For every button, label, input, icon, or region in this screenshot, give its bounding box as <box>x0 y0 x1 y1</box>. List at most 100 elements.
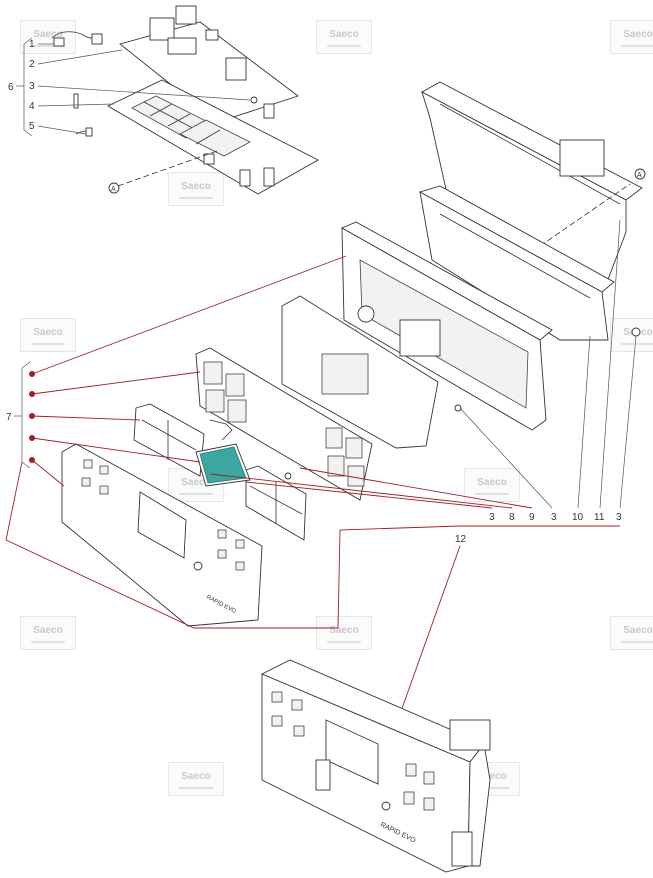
main-frame-pocket <box>399 319 441 357</box>
callout-6: 6 <box>8 82 14 93</box>
reference-a-marker <box>634 168 646 180</box>
watermark-text: Saeco <box>33 625 63 636</box>
display-pcb-window <box>321 353 369 395</box>
panel-icon <box>217 529 227 539</box>
panel-icon <box>217 549 227 559</box>
harness-connector <box>53 37 65 47</box>
board-component <box>205 29 219 41</box>
watermark-text: Saeco <box>181 181 211 192</box>
keypad-holder <box>195 347 373 501</box>
assembly-key <box>271 691 283 703</box>
key-pad-left <box>133 403 205 477</box>
key-slot <box>205 389 225 413</box>
key-slot <box>345 437 363 459</box>
panel-icon <box>235 561 245 571</box>
key-slot <box>203 361 223 385</box>
callout-3: 3 <box>489 512 495 523</box>
pin <box>73 93 79 109</box>
saeco-watermark: Saeco <box>20 616 76 650</box>
watermark-text: Saeco <box>329 625 359 636</box>
watermark-text: Saeco <box>477 771 507 782</box>
assembly-tab <box>315 759 331 791</box>
saeco-watermark: Saeco <box>316 20 372 54</box>
main-frame-hole <box>357 305 375 323</box>
frame-post <box>263 167 275 187</box>
assembly-power-icon <box>381 801 391 811</box>
assembly-key <box>423 797 435 811</box>
key-slot <box>227 399 247 423</box>
assembly-connector <box>449 719 491 751</box>
panel-icon <box>83 459 93 469</box>
key-slot <box>225 373 245 397</box>
assembly-key <box>293 725 305 737</box>
screw <box>631 327 641 337</box>
assembly-key <box>291 699 303 711</box>
panel-icon <box>99 485 109 495</box>
group-6-callouts: 1 2 3 4 5 6 <box>8 37 251 137</box>
frame-cells <box>179 119 251 157</box>
watermark-text: Saeco <box>329 29 359 40</box>
assembled-control-panel: RAPID EVO <box>260 659 491 873</box>
group-7-callouts: 7 <box>5 255 620 629</box>
ref-a-label: A <box>111 186 116 193</box>
watermark-text: Saeco <box>623 625 653 636</box>
key-slot <box>347 465 365 487</box>
panel-display-window <box>137 491 187 559</box>
panel-power-icon <box>193 561 203 571</box>
assembly-display-window <box>325 719 379 785</box>
key-slot <box>325 427 343 449</box>
saeco-watermark: Saeco <box>464 468 520 502</box>
watermark-text: Saeco <box>33 327 63 338</box>
assembly-key <box>405 763 417 777</box>
capacitor <box>263 103 275 119</box>
frame-post <box>203 153 215 165</box>
main-frame <box>340 221 641 431</box>
callout-4: 4 <box>29 101 35 112</box>
watermark-text: Saeco <box>181 771 211 782</box>
board-component <box>149 17 175 41</box>
reference-a-marker <box>108 182 120 194</box>
bottom-row-callouts: 3 8 9 3 10 11 3 12 <box>209 219 637 715</box>
key-slot <box>327 455 345 477</box>
display-pcb <box>281 295 462 449</box>
front-panel-overlay: RAPID EVO <box>61 443 263 627</box>
callout-3: 3 <box>551 512 557 523</box>
callout-5: 5 <box>29 121 35 132</box>
panel-icon <box>81 477 91 487</box>
callout-2: 2 <box>29 59 35 70</box>
saeco-watermark: Saeco <box>610 616 653 650</box>
board-relay <box>225 57 247 81</box>
screw <box>454 404 462 412</box>
callout-1: 1 <box>29 39 35 50</box>
key-pads <box>133 403 307 541</box>
saeco-watermark: Saeco <box>316 616 372 650</box>
assembly-key <box>423 771 435 785</box>
frame-post <box>239 169 251 187</box>
panel-icon <box>235 539 245 549</box>
assembly-tab <box>451 831 473 867</box>
control-board-assembly: A <box>51 5 319 195</box>
harness-connector <box>91 33 103 45</box>
screw <box>250 96 258 104</box>
watermark-text: Saeco <box>623 29 653 40</box>
saeco-watermark: Saeco <box>168 172 224 206</box>
display-cover-frame <box>418 185 615 341</box>
assembly-key <box>271 715 283 727</box>
main-frame-window <box>359 259 529 409</box>
panel-icon <box>99 465 109 475</box>
watermark-text: Saeco <box>477 477 507 488</box>
callout-8: 8 <box>509 512 515 523</box>
rear-housing-boss <box>559 139 605 177</box>
saeco-watermark: Saeco <box>168 762 224 796</box>
assembly-key <box>403 791 415 805</box>
saeco-watermark: Saeco <box>20 20 76 54</box>
screw <box>284 472 292 480</box>
callout-11: 11 <box>594 512 605 523</box>
saeco-watermark: Saeco <box>20 318 76 352</box>
board-connector <box>167 37 197 55</box>
callout-9: 9 <box>529 512 535 523</box>
ref-a-label: A <box>637 172 642 179</box>
watermark-text: Saeco <box>33 29 63 40</box>
rear-housing: A <box>421 81 646 291</box>
